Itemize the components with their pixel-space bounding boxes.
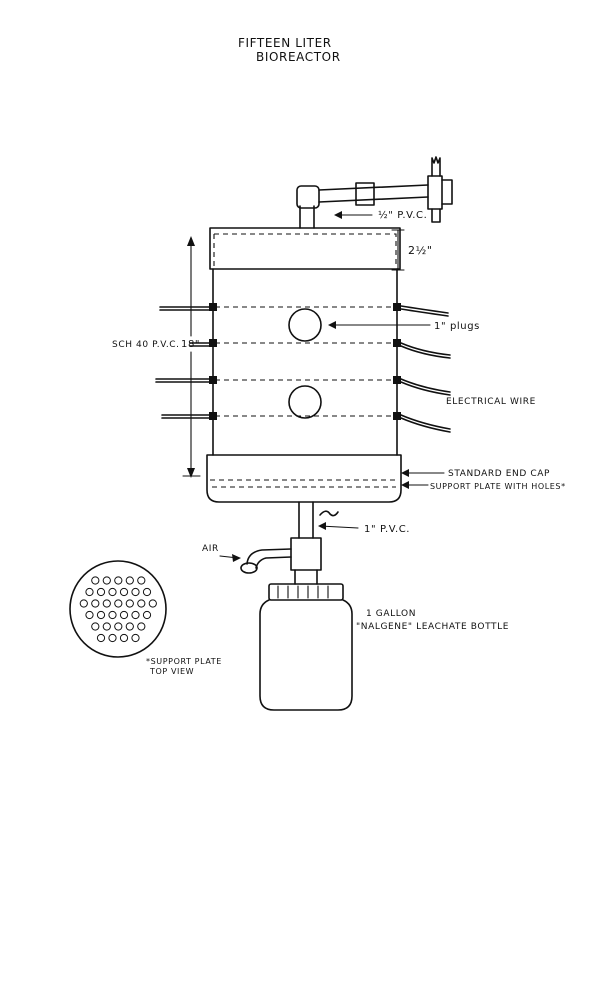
label-top-dimension: 2½" (408, 244, 433, 257)
label-sch40-pvc: SCH 40 P.V.C. (112, 340, 180, 350)
label-one-inch-pvc: 1" P.V.C. (364, 524, 410, 535)
support-plate-hole (91, 622, 100, 631)
support-plate-hole (119, 633, 129, 643)
support-plate-hole (96, 633, 106, 643)
support-plate-hole (85, 587, 94, 597)
support-plate-hole (125, 599, 134, 608)
label-plate-note-1: *SUPPORT PLATE (146, 657, 222, 666)
support-plate-hole (114, 599, 123, 608)
support-plate-hole (102, 622, 111, 631)
support-plate-hole (96, 610, 106, 620)
support-plate-hole (91, 576, 100, 585)
support-plate-hole (79, 599, 88, 608)
support-plate-hole (102, 599, 111, 608)
electrode-rows (209, 303, 401, 420)
support-plate-hole (96, 587, 106, 597)
top-cap-dimension (391, 229, 405, 271)
one-inch-pvc-outlet (219, 501, 359, 585)
support-plate-hole (119, 610, 129, 620)
support-plate-hole (114, 576, 123, 585)
leachate-bottle (259, 583, 353, 711)
support-plate-hole (131, 610, 140, 620)
support-plate-hole (137, 576, 146, 585)
left-wires (155, 306, 210, 419)
label-bottle-line-2: "NALGENE" LEACHATE BOTTLE (356, 622, 509, 632)
support-plate-holes (79, 576, 157, 643)
support-plate-top-view (69, 560, 167, 658)
support-plate-hole (125, 622, 134, 631)
label-air: AIR (202, 544, 219, 554)
support-plate-hole (114, 622, 123, 631)
support-plate-hole (142, 610, 152, 620)
support-plate-hole (108, 587, 117, 597)
support-plate-hole (137, 622, 146, 631)
support-plate-hole (148, 599, 157, 608)
label-electrical-wire: ELECTRICAL WIRE (446, 397, 536, 407)
label-plugs: 1" plugs (434, 321, 480, 332)
title-line-1: FIFTEEN LITER (238, 36, 332, 50)
reactor-column (206, 227, 402, 503)
label-height-dimension: 18" (181, 339, 200, 350)
column-height-dimension (182, 236, 201, 478)
label-support-plate: SUPPORT PLATE WITH HOLES* (430, 482, 566, 491)
label-plate-note-2: TOP VIEW (149, 667, 194, 676)
support-plate-hole (108, 633, 117, 643)
support-plate-hole (131, 633, 140, 643)
end-cap-arrows (401, 469, 445, 489)
label-bottle-line-1: 1 GALLON (366, 609, 416, 619)
support-plate-hole (119, 587, 129, 597)
support-plate-hole (108, 610, 117, 620)
support-plate-hole (91, 599, 100, 608)
support-plate-hole (131, 587, 140, 597)
plugs (288, 308, 431, 419)
label-end-cap: STANDARD END CAP (448, 469, 550, 479)
support-plate-hole (137, 599, 146, 608)
support-plate-hole (142, 587, 152, 597)
title-line-2: BIOREACTOR (256, 50, 341, 64)
support-plate-hole (102, 576, 111, 585)
half-inch-pvc-pipe (296, 156, 453, 229)
label-half-inch-pvc: ½" P.V.C. (378, 209, 427, 221)
electrical-wires (400, 305, 451, 433)
support-plate-hole (125, 576, 134, 585)
support-plate-hole (85, 610, 94, 620)
